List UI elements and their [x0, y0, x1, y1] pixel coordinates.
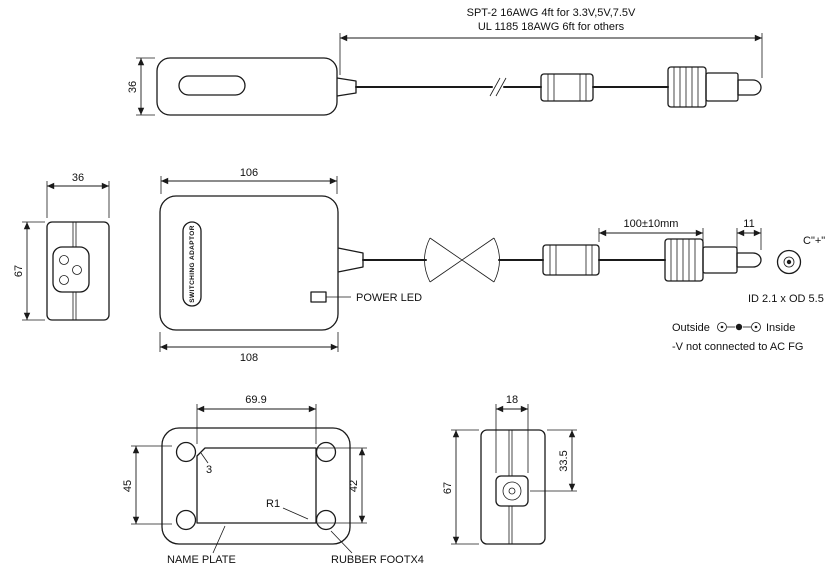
- side-grip-slot: [178, 75, 246, 96]
- rubber-foot-label: RUBBER FOOTX4: [331, 554, 424, 566]
- dim-end-height: 67: [442, 482, 454, 494]
- cable-length-dimension: 100±10mm: [598, 218, 704, 244]
- side-height-dimension: 36: [127, 57, 155, 116]
- cable-bushing-hole: [502, 481, 522, 501]
- brand-label: SWITCHING ADAPTOR: [189, 225, 196, 303]
- dim-bottom-width: 108: [240, 352, 258, 364]
- name-plate-outline: [196, 447, 317, 524]
- power-led-label: POWER LED: [356, 292, 422, 304]
- side-view: [156, 57, 338, 116]
- rubber-foot: [175, 509, 197, 531]
- dim-corner-radius: R1: [266, 498, 280, 510]
- side-cable-assembly: [336, 66, 762, 108]
- cable-slack-symbol: [424, 237, 500, 283]
- cable-spec-dimension: SPT-2 16AWG 4ft for 3.3V,5V,7.5V UL 1185…: [339, 7, 763, 78]
- polarity-terminal-icon: [717, 322, 727, 332]
- dc-plug-top: [664, 238, 762, 282]
- cable-spec-note-line1: SPT-2 16AWG 4ft for 3.3V,5V,7.5V: [467, 7, 636, 19]
- rubber-foot: [175, 441, 197, 463]
- ac-inlet-outline: [52, 246, 90, 293]
- dim-front-width: 36: [72, 172, 84, 184]
- end-view: [480, 429, 546, 545]
- bottom-view: 3 R1: [161, 427, 351, 545]
- dim-bushing-offset: 33.5: [558, 450, 570, 471]
- cable-bushing-outline: [495, 475, 529, 507]
- plug-tip-end-view: C"+" ID 2.1 x OD 5.5: [748, 235, 825, 305]
- dim-bushing-width: 18: [506, 394, 518, 406]
- front-view: [46, 221, 110, 321]
- adapter-end-body: [480, 429, 546, 545]
- dc-plug-side: [667, 66, 762, 108]
- plate-height-dimension: 42: [318, 447, 367, 524]
- ac-inlet-pin: [72, 265, 82, 275]
- dim-plug-length: 11: [743, 218, 754, 230]
- ac-inlet-pin: [59, 275, 69, 285]
- name-plate-label: NAME PLATE: [167, 554, 236, 566]
- brand-label-box: [182, 221, 202, 307]
- top-width-dimension: 106: [160, 167, 338, 194]
- adapter-top-body: [159, 195, 339, 331]
- plug-center-pin: [786, 259, 792, 265]
- dim-plate-width: 69.9: [245, 394, 266, 406]
- cable-break-mark: [489, 77, 501, 97]
- strain-relief-top: [337, 247, 364, 273]
- plug-size-spec: ID 2.1 x OD 5.5: [748, 293, 824, 305]
- chamfer-leader: [200, 452, 209, 464]
- strain-relief-side: [336, 77, 357, 97]
- cable-break-mark: [495, 77, 507, 97]
- power-led: [310, 291, 327, 303]
- ac-inlet-pin: [59, 255, 69, 265]
- dim-cable-length: 100±10mm: [624, 218, 679, 230]
- output-cable-assembly: [337, 237, 762, 283]
- cable-spec-note-line2: UL 1185 18AWG 6ft for others: [478, 21, 625, 33]
- polarity-terminal-icon: [751, 322, 761, 332]
- dim-plate-height: 42: [348, 480, 360, 492]
- adapter-side-body: [156, 57, 338, 116]
- dim-front-height: 67: [13, 265, 25, 277]
- bottom-callouts: NAME PLATE RUBBER FOOTX4: [167, 525, 424, 566]
- dim-side-height: 36: [127, 81, 139, 93]
- plug-tip-top: [736, 252, 762, 268]
- rubber-foot: [315, 509, 337, 531]
- plug-length-dimension: 11: [736, 218, 762, 250]
- radius-leader: [282, 507, 309, 520]
- plug-polarity-mark: C"+": [803, 235, 825, 247]
- plug-tip-side: [737, 79, 762, 96]
- rubber-foot: [315, 441, 337, 463]
- bushing-width-dimension: 18: [495, 394, 529, 473]
- ferrite-bead-side: [540, 73, 594, 102]
- rubber-foot-leader: [330, 530, 353, 554]
- bottom-width-dimension: 108: [159, 332, 339, 364]
- dim-bottom-height: 45: [122, 480, 134, 492]
- dim-top-width: 106: [240, 167, 258, 179]
- bottom-height-dimension: 45: [122, 445, 172, 525]
- plate-width-dimension: 69.9: [196, 394, 317, 444]
- end-height-dimension: 67: [442, 429, 479, 545]
- front-width-dimension: 36: [46, 172, 110, 218]
- ferrite-bead-top: [542, 244, 600, 276]
- polarity-center-dot: [735, 323, 743, 331]
- polarity-outside-label: Outside: [672, 322, 710, 334]
- name-plate-leader: [212, 525, 226, 554]
- bushing-offset-dimension: 33.5: [530, 429, 577, 492]
- polarity-diagram: Outside Inside -V not connected to AC FG: [672, 322, 803, 353]
- front-height-dimension: 67: [13, 221, 45, 321]
- adapter-bottom-body: [161, 427, 351, 545]
- polarity-inside-label: Inside: [766, 322, 795, 334]
- dim-chamfer: 3: [206, 464, 212, 476]
- top-view: SWITCHING ADAPTOR POWER LED: [159, 195, 422, 331]
- adapter-front-body: [46, 221, 110, 321]
- fg-note: -V not connected to AC FG: [672, 341, 803, 353]
